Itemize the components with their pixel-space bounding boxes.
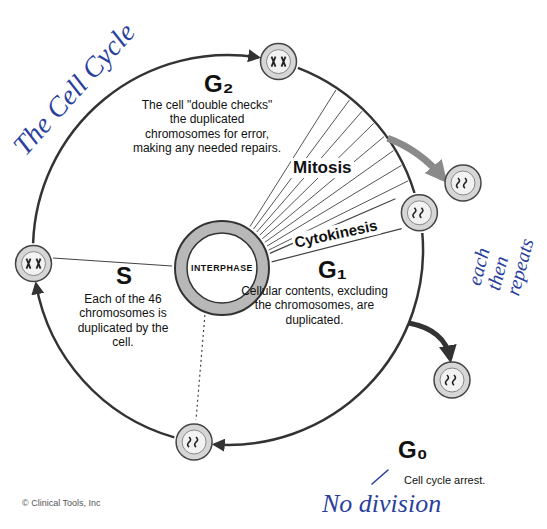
cell-nucleus (22, 252, 46, 276)
copyright-note: © Clinical Tools, Inc (22, 498, 101, 509)
phase-name: S (116, 262, 132, 291)
label-block: Each of the 46 chromosomes is duplicated… (66, 292, 180, 350)
label-block: G₀ (398, 436, 427, 465)
cell-membrane (434, 362, 470, 398)
chromosome-pair (272, 57, 286, 67)
cell-nucleus (267, 50, 291, 74)
label-block: © Clinical Tools, Inc (22, 498, 101, 509)
chromosome-single (188, 437, 198, 447)
chromosome-single (457, 178, 467, 188)
handwritten-stroke (372, 470, 388, 484)
phase-name: Cytokinesis (291, 216, 381, 252)
cell-membrane (401, 195, 437, 231)
phase-name: Mitosis (291, 158, 354, 178)
label-block: Cytokinesis (291, 216, 381, 252)
phase-title: INTERPHASE (191, 263, 253, 273)
chromosome-single (413, 208, 423, 218)
phase-description: Cell cycle arrest. (404, 474, 485, 487)
cell-nucleus (451, 171, 475, 195)
phase-description: Each of the 46 chromosomes is duplicated… (66, 292, 180, 350)
label-block: Cellular contents, excluding the chromos… (232, 284, 397, 327)
cell (445, 165, 481, 201)
cell (401, 195, 437, 231)
cell (16, 246, 52, 282)
hatch-line (260, 123, 374, 235)
label-block: each then repeats (464, 212, 541, 297)
cell-nucleus (407, 201, 431, 225)
label-block: Cell cycle arrest. (404, 474, 485, 487)
label-block: S (116, 262, 132, 291)
division-arrow (388, 138, 443, 178)
arrest-arrow (409, 323, 450, 358)
cell-membrane (445, 165, 481, 201)
phase-name: G₀ (398, 436, 427, 465)
cell-membrane (261, 44, 297, 80)
chromosome-pair (27, 259, 41, 269)
handwritten-note: No division (322, 488, 441, 519)
title-block: The Cell Cycle (6, 16, 142, 162)
cell-membrane (176, 424, 212, 460)
phase-divider (53, 258, 172, 266)
cell-membrane (16, 246, 52, 282)
label-block: G₁ (318, 256, 347, 285)
cell-nucleus (440, 368, 464, 392)
phase-description: The cell "double checks" the duplicated … (132, 98, 282, 156)
phase-name: G₁ (318, 256, 347, 285)
cell (434, 362, 470, 398)
cycle-arrows (33, 55, 423, 445)
phase-divider (196, 315, 205, 420)
phase-name: G₂ (204, 70, 233, 99)
hatch-line (257, 111, 362, 232)
label-block: No division (322, 488, 441, 519)
cell (261, 44, 297, 80)
node-text-holder: INTERPHASE (191, 263, 253, 273)
handwritten-title: The Cell Cycle (6, 16, 142, 162)
phase-divider (270, 199, 396, 254)
label-block: Mitosis (291, 158, 354, 178)
chromosome-single (446, 375, 456, 385)
cell (176, 424, 212, 460)
cell-nucleus (182, 430, 206, 454)
label-block: The cell "double checks" the duplicated … (132, 98, 282, 156)
label-block: G₂ (204, 70, 233, 99)
handwritten-note: each then repeats (464, 212, 541, 297)
phase-description: Cellular contents, excluding the chromos… (232, 284, 397, 327)
